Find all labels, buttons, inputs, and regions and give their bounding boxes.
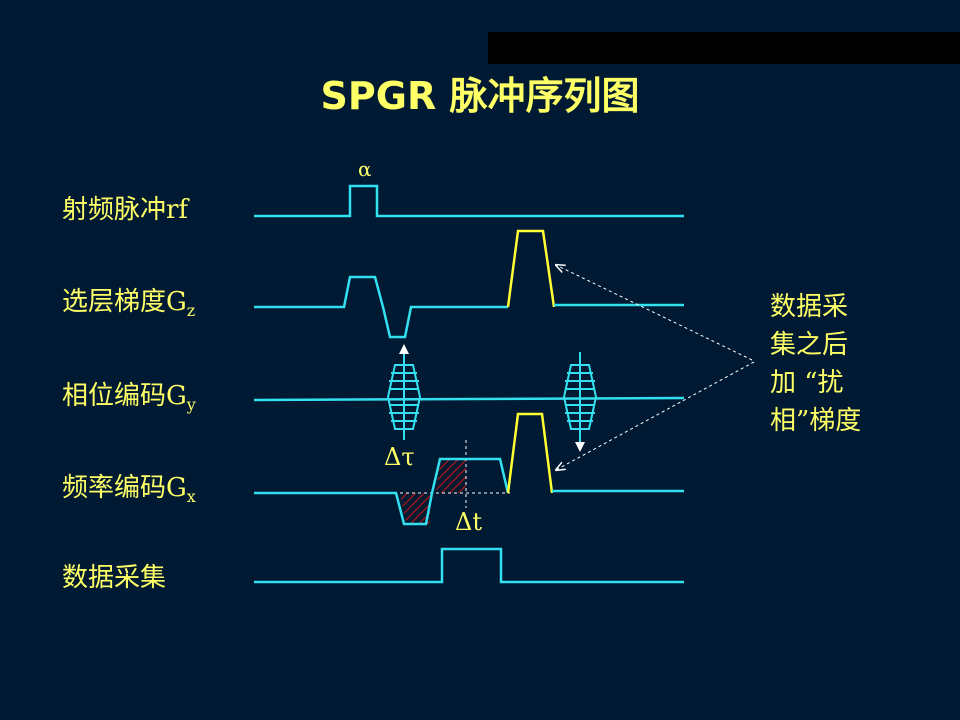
- pointer-to-gx-spoiler: [556, 361, 755, 470]
- note-line: 数据采: [770, 292, 849, 322]
- gz-spoiler: [506, 229, 556, 308]
- delta-t-label: Δt: [455, 508, 482, 536]
- rf-trace: [254, 184, 684, 218]
- row-label-acq: 数据采集: [62, 563, 167, 593]
- hatch-neg-lobe: [400, 493, 430, 524]
- page-title: SPGR 脉冲序列图: [320, 74, 640, 118]
- hatch-pos-lobe: [436, 459, 466, 493]
- phase-table-1: [386, 352, 422, 440]
- alpha-label: α: [358, 157, 372, 181]
- note-line: 相”梯度: [770, 406, 862, 436]
- phase-arrow-up: [399, 344, 409, 354]
- row-label-gx: 频率编码Gx: [62, 473, 196, 506]
- acq-trace: [254, 547, 684, 584]
- row-label-rf: 射频脉冲rf: [62, 195, 189, 225]
- phase-arrow-down: [575, 442, 585, 452]
- pointer-to-gz-spoiler: [556, 265, 753, 361]
- gz-trace: [254, 275, 508, 339]
- phase-table-2: [562, 352, 598, 446]
- row-label-gy: 相位编码Gy: [62, 381, 196, 414]
- delta-tau-label: Δτ: [384, 443, 415, 471]
- gx-spoiler: [506, 412, 554, 494]
- note-line: 加 “扰: [770, 368, 844, 398]
- gx-trace: [254, 457, 510, 526]
- gy-baseline: [253, 396, 685, 402]
- row-label-gz: 选层梯度Gz: [62, 287, 196, 320]
- note-line: 集之后: [770, 330, 849, 360]
- spoiler-note: 数据采 集之后 加 “扰 相”梯度: [770, 288, 890, 440]
- top-black-bar: [488, 32, 960, 64]
